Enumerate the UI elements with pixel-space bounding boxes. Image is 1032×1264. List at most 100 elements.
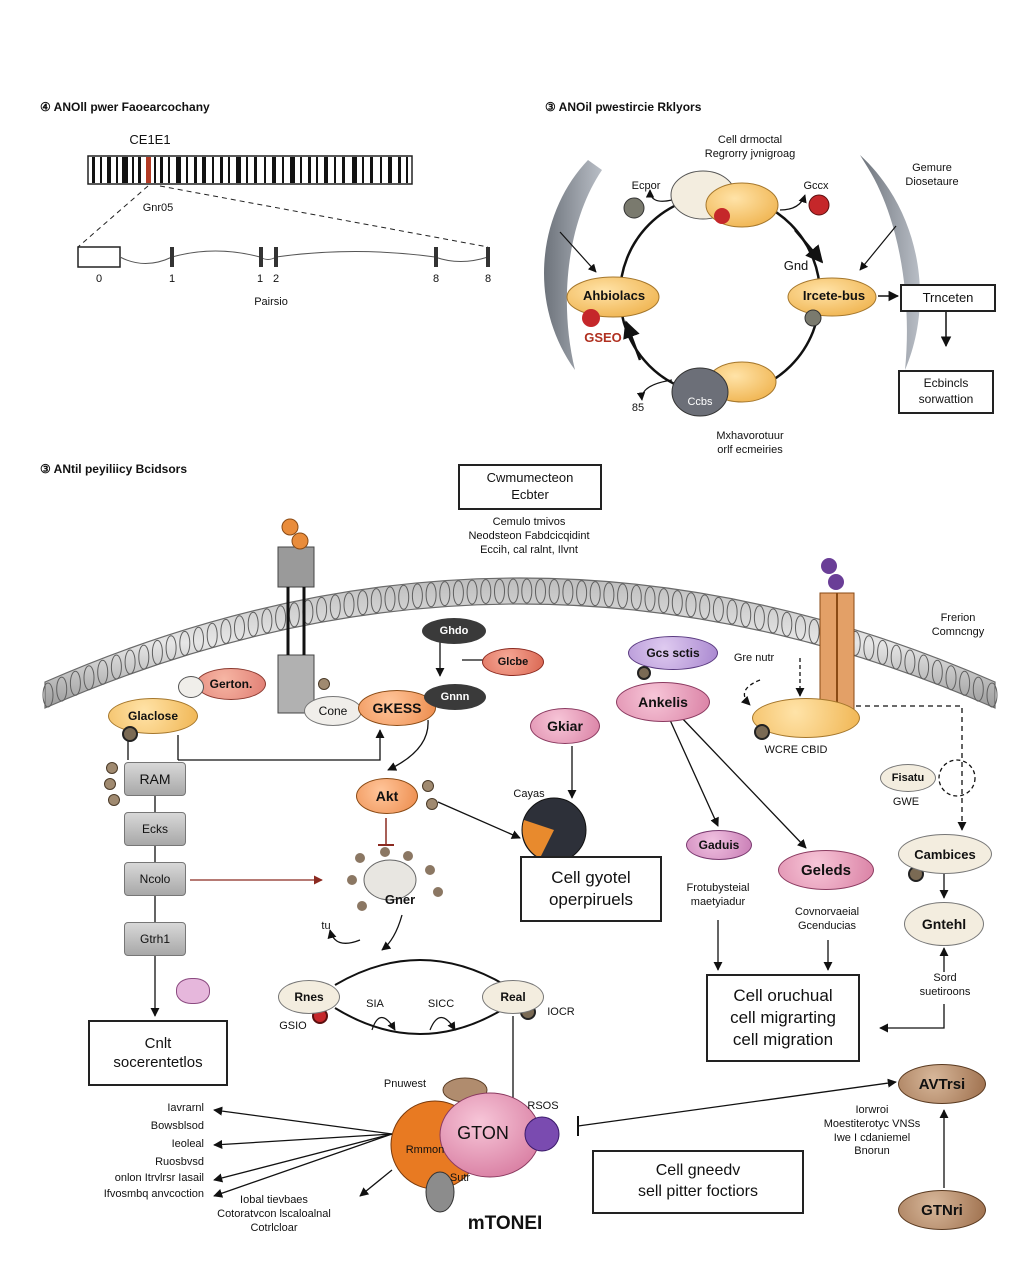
glaclose-to-gkess [178, 729, 385, 761]
pathway-gtrh[interactable]: Gtrh1 [124, 922, 186, 956]
membrane-lipid [466, 579, 478, 605]
membrane-lipid [740, 602, 752, 628]
left-gray-ball [623, 197, 645, 219]
ahbiolacs-red-ball [582, 309, 600, 327]
ghdo-node[interactable]: Ghdo [422, 618, 486, 644]
gkess-node[interactable]: GKESS [358, 690, 436, 726]
prwest-label: Pnuwest [383, 1078, 427, 1090]
right-arc-arrow [859, 225, 897, 271]
membrane-lipid [644, 586, 656, 612]
cnlt-box: Cnlt socerentetlos [88, 1020, 228, 1086]
membrane-lipid [877, 639, 889, 665]
gwe-label: GWE [892, 796, 920, 808]
membrane-lipid [986, 682, 998, 708]
ball-akt-1 [422, 780, 434, 792]
exon-mark-label-1: 0 [95, 273, 103, 285]
gkiar-node[interactable]: Gkiar [530, 708, 600, 744]
gseo-label: GSEO [584, 330, 622, 345]
ircete-gray-ball [804, 309, 822, 327]
panel-c-header: ③ ANtil peyiliicy Bcidsors [40, 462, 188, 476]
gene-label: CE1E1 [129, 132, 171, 147]
ahbiolacs-node-shape [566, 276, 660, 318]
membrane-lipid [548, 579, 560, 604]
membrane-lipid [343, 592, 355, 618]
tu-label: tu [321, 920, 331, 932]
intron-line [119, 250, 489, 264]
panel-b-graphics [544, 155, 952, 417]
pathway-ecks[interactable]: Ecks [124, 812, 186, 846]
glcbe-node[interactable]: Glcbe [482, 648, 544, 676]
membrane-lipid [494, 578, 505, 604]
rnes-node[interactable]: Rnes [278, 980, 340, 1014]
ball-gerton [178, 676, 204, 698]
left-list-6: Ifvosmbq anvcoction [103, 1188, 204, 1200]
bottom-complex-label: Mxhavorotuur orlf ecmeiries [716, 430, 784, 456]
sutr-label: Sutr [449, 1172, 471, 1184]
cambices-node[interactable]: Cambices [898, 834, 992, 874]
ankelis-node[interactable]: Ankelis [616, 682, 710, 722]
left-list-5: onlon Itrvlrsr Iasail [114, 1172, 204, 1184]
akt-node[interactable]: Akt [356, 778, 418, 814]
bottom-left-curve [636, 379, 673, 401]
barcode-stripe [380, 157, 382, 183]
exon-box [77, 246, 121, 268]
membrane-lipid [411, 583, 423, 609]
exon-mark-3 [274, 247, 278, 267]
ecbincls-box: Ecbincls sorwattion [898, 370, 994, 414]
ball-ram-1 [106, 762, 118, 774]
gtnri-node[interactable]: GTNri [898, 1190, 986, 1230]
gaduis-node[interactable]: Gaduis [686, 830, 752, 860]
sia-curve [371, 1016, 396, 1031]
ball-ram-2 [104, 778, 116, 790]
barcode-stripe [146, 157, 151, 183]
pathway-ram[interactable]: RAM [124, 762, 186, 796]
glaclose-node[interactable]: Glaclose [108, 698, 198, 734]
cone-node[interactable]: Cone [304, 696, 362, 726]
membrane-lipid [261, 608, 273, 634]
membrane-lipid [124, 649, 136, 675]
gton-node[interactable]: GTON [457, 1123, 509, 1143]
barcode-stripe [352, 157, 357, 183]
membrane-lipid [206, 622, 218, 648]
sicc-curve [429, 1016, 456, 1031]
membrane-lipid [179, 630, 191, 656]
left-arc-arrow [559, 231, 597, 273]
bottom-left-number: 85 [631, 402, 645, 414]
membrane-lipid [972, 676, 984, 702]
real-node[interactable]: Real [482, 980, 544, 1014]
gcs-node[interactable]: Gcs sctis [628, 636, 718, 670]
wcre-cbld-label: WCRE CBID [764, 744, 828, 756]
membrane-lipid [658, 588, 670, 614]
barcode-stripe [220, 157, 223, 183]
fisatu-node[interactable]: Fisatu [880, 764, 936, 792]
geleds-node[interactable]: Geleds [778, 850, 874, 890]
barcode-stripe [154, 157, 156, 183]
membrane-lipid [42, 682, 54, 708]
gntehl-node[interactable]: Gntehl [904, 902, 984, 946]
barcode-stripe [316, 157, 318, 183]
left-list-3: Ieoleal [171, 1138, 204, 1150]
ligand-purple-2 [828, 574, 844, 590]
fan-arrow-2 [213, 1133, 393, 1150]
pathway-ncolo[interactable]: Ncolo [124, 862, 186, 896]
cycle-arrow-left [623, 320, 642, 361]
gnnn-node[interactable]: Gnnn [424, 684, 486, 710]
barcode-stripe [116, 157, 118, 183]
barcode-stripe [122, 157, 128, 183]
membrane-lipid [671, 590, 683, 616]
mtor-complex [390, 1077, 560, 1213]
membrane-lipid [97, 659, 109, 685]
membrane-lipid [521, 578, 533, 604]
rmmon-label: Rmmon [405, 1144, 445, 1156]
gerton-node[interactable]: Gerton. [196, 668, 266, 700]
cycle-arrow-right [794, 229, 824, 264]
covnoura-label: Covnorvaeial Gcenducias [794, 906, 860, 932]
exon-mark-5 [486, 247, 490, 267]
fisatu-dashed-circle [938, 759, 976, 797]
gkess-to-akt [387, 719, 429, 771]
zoom-line-right [159, 185, 489, 248]
membrane-lipid [452, 580, 464, 606]
ankelis-to-geleds [679, 715, 807, 849]
panel-c-graphics [42, 518, 998, 1213]
avtrsi-node[interactable]: AVTrsi [898, 1064, 986, 1104]
